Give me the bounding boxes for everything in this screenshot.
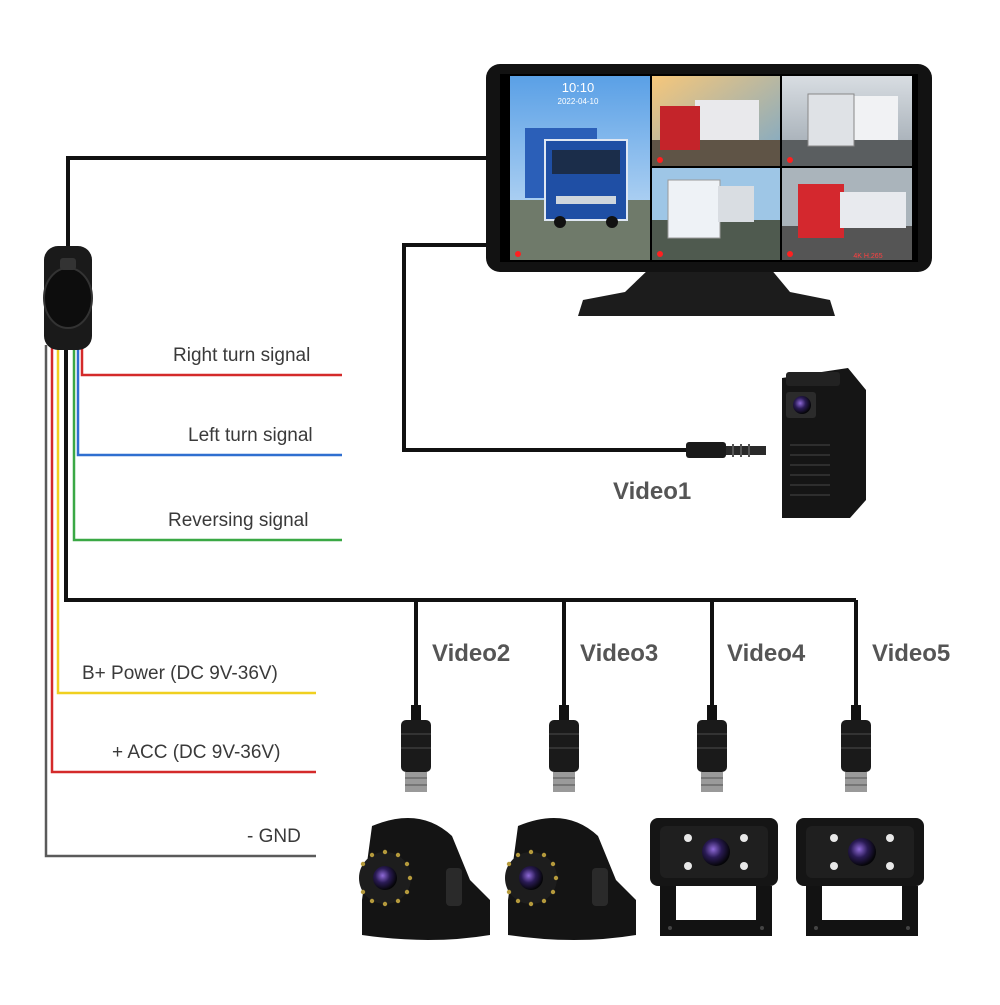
aviation-connector-icon (401, 705, 871, 792)
right-turn-signal-label: Right turn signal (173, 345, 311, 366)
video2-label: Video2 (432, 640, 511, 667)
rear-camera-icon (650, 818, 924, 936)
reversing-signal-label: Reversing signal (168, 510, 309, 531)
video1-connector-icon (686, 442, 766, 458)
monitor-clock-date: 2022-04-10 (558, 97, 599, 106)
left-turn-signal-label: Left turn signal (188, 425, 313, 446)
video5-label: Video5 (872, 640, 951, 667)
monitor-clock-time: 10:10 (562, 80, 595, 95)
monitor-icon (486, 64, 932, 316)
gnd-label: - GND (247, 826, 301, 847)
monitor-badge: 4K H.265 (853, 253, 882, 260)
b-power-label: B+ Power (DC 9V-36V) (82, 663, 278, 684)
video1-cable (402, 243, 690, 452)
camera-bus-cable (64, 345, 858, 708)
video1-label: Video1 (613, 478, 692, 505)
video4-label: Video4 (727, 640, 806, 667)
side-camera-icon (359, 818, 636, 940)
monitor-cable (66, 156, 492, 250)
harness-wires (44, 345, 342, 858)
dashcam-icon (782, 368, 866, 518)
harness-clip-icon (43, 246, 93, 350)
video3-label: Video3 (580, 640, 659, 667)
acc-label: + ACC (DC 9V-36V) (112, 742, 281, 763)
